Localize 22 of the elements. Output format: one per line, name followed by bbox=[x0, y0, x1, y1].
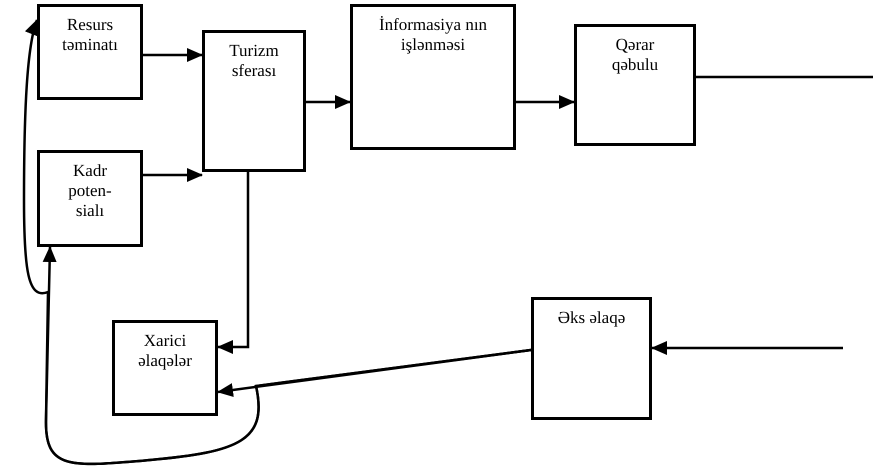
box-label: Əks əlaqə bbox=[556, 308, 626, 328]
process-box bbox=[37, 4, 143, 100]
process-box bbox=[112, 320, 218, 416]
arrow bbox=[22, 19, 532, 466]
process-box bbox=[531, 297, 652, 420]
box-label: Kadr poten- sialı bbox=[67, 161, 113, 221]
process-box bbox=[350, 4, 516, 150]
box-label: Qərar qəbulu bbox=[610, 35, 660, 75]
process-box bbox=[37, 150, 143, 247]
box-label: Resurs təminatı bbox=[61, 15, 119, 55]
process-box bbox=[202, 30, 306, 172]
arrow bbox=[143, 168, 203, 182]
arrow bbox=[217, 172, 250, 354]
arrow bbox=[516, 95, 575, 109]
line bbox=[696, 76, 873, 78]
box-label: İnformasiya nın işlənməsi bbox=[378, 15, 488, 55]
arrow bbox=[651, 341, 843, 355]
process-box bbox=[574, 24, 696, 146]
box-label: Turizm sferası bbox=[228, 41, 280, 81]
arrow bbox=[306, 95, 351, 109]
arrow bbox=[143, 48, 203, 62]
box-label: Xarici əlaqələr bbox=[137, 331, 193, 371]
